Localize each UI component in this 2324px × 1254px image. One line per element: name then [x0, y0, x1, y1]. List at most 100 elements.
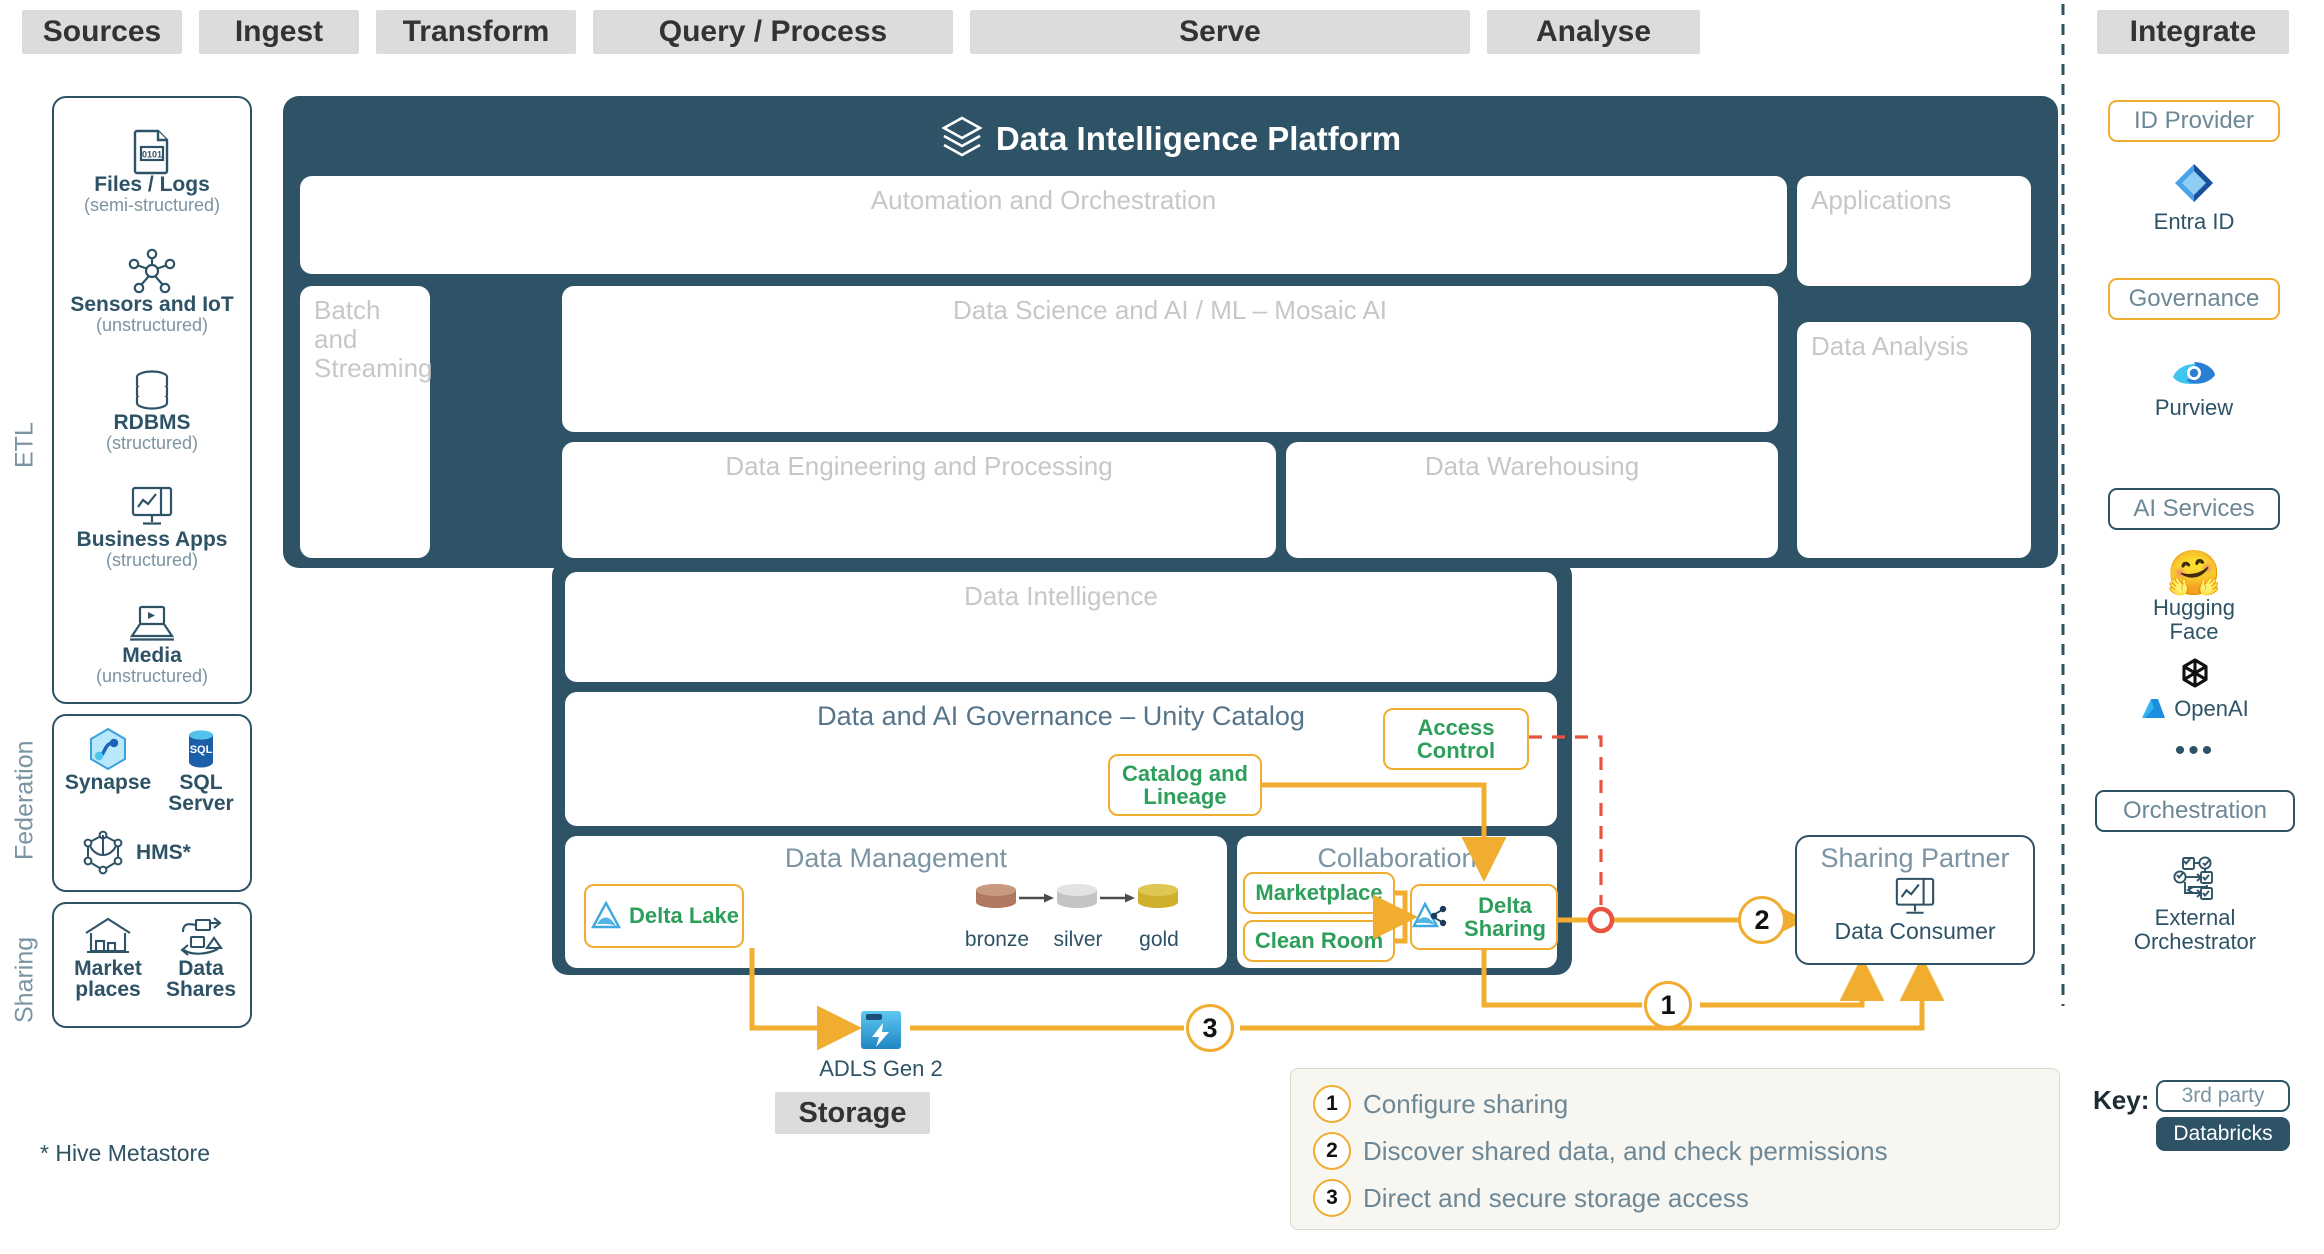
box-batch-streaming: Batch and Streaming [300, 286, 433, 558]
stage-label: Integrate [2129, 15, 2257, 48]
flow-marker-2: 2 [1738, 896, 1786, 944]
stage-banner-ingest: Ingest [199, 10, 359, 54]
iot-network-icon [128, 248, 176, 294]
platform-title-text: Data Intelligence Platform [995, 120, 1402, 157]
integrate-pill-ai-services: AI Services [2108, 488, 2280, 530]
legend-row: 2 Discover shared data, and check permis… [1313, 1132, 2059, 1170]
integrate-item-label: Hugging Face [2153, 595, 2235, 645]
stage-banner-integrate: Integrate [2097, 10, 2289, 54]
stage-label: Sources [42, 15, 162, 48]
integrate-item-purview[interactable]: Purview [2128, 350, 2260, 420]
flow-marker-3: 3 [1186, 1004, 1234, 1052]
chip-marketplace[interactable]: Marketplace [1243, 872, 1395, 914]
stage-label: Serve [1179, 15, 1261, 48]
source-subtitle: (structured) [105, 550, 199, 571]
integrate-item-openai[interactable]: OpenAI [2112, 652, 2278, 722]
box-data-warehousing: Data Warehousing [1286, 442, 1778, 558]
federation-item-sql-server[interactable]: SQL SQL Server [158, 726, 244, 814]
legend-number-2: 2 [1313, 1132, 1351, 1170]
federation-item-hms[interactable]: HMS* [78, 828, 238, 878]
box-data-intelligence: Data Intelligence [565, 572, 1557, 682]
integrate-item-entra-id[interactable]: Entra ID [2128, 158, 2260, 234]
data-consumer-label: Data Consumer [1834, 918, 1996, 944]
source-item-sensors-iot[interactable]: Sensors and IoT (unstructured) [70, 248, 234, 335]
integrate-divider [2061, 4, 2065, 1006]
source-item-files-logs[interactable]: 0101 Files / Logs (semi-structured) [84, 128, 220, 215]
sharing-label: Data Shares [165, 957, 237, 1001]
chip-delta-lake[interactable]: Delta Lake [584, 884, 744, 948]
sharing-item-marketplaces[interactable]: Market places [66, 914, 150, 1000]
key-pill-label: 3rd party [2181, 1084, 2265, 1107]
monitor-chart-icon [1895, 877, 1935, 914]
chip-delta-sharing[interactable]: Delta Sharing [1410, 884, 1558, 950]
federation-item-synapse[interactable]: Synapse [64, 726, 152, 794]
source-item-media[interactable]: Media (unstructured) [96, 603, 208, 686]
box-data-analysis: Data Analysis [1797, 322, 2031, 558]
source-title: Files / Logs [94, 173, 210, 197]
source-subtitle: (structured) [105, 432, 199, 453]
box-data-engineering-processing: Data Engineering and Processing [562, 442, 1276, 558]
chip-label: Access Control [1416, 714, 1496, 763]
legend-number-text: 1 [1326, 1092, 1338, 1115]
source-item-rdbms[interactable]: RDBMS (structured) [106, 368, 198, 453]
integrate-item-hugging-face[interactable]: 🤗 Hugging Face [2128, 552, 2260, 644]
integrate-item-more: ••• [2112, 736, 2278, 766]
box-label: Applications [1811, 185, 1952, 215]
chip-label: Delta Lake [628, 903, 740, 929]
source-item-business-apps[interactable]: Business Apps (structured) [76, 485, 228, 571]
monitor-chart-icon [131, 487, 173, 525]
adls-gen2-icon [861, 1011, 901, 1049]
box-label: Data Science and AI / ML – Mosaic AI [952, 295, 1388, 325]
key-pill-third-party: 3rd party [2156, 1080, 2290, 1112]
key-label: Key: [2093, 1085, 2150, 1115]
box-label: Collaboration [1317, 843, 1477, 873]
flow-marker-number: 3 [1202, 1012, 1218, 1043]
stage-label: Transform [402, 15, 550, 48]
sharing-label: Market places [74, 957, 142, 1001]
legend-text: Direct and secure storage access [1363, 1182, 1749, 1213]
box-label: Data Intelligence [964, 581, 1158, 611]
medallion-label-bronze: bronze [964, 928, 1030, 951]
adls-gen2-label: ADLS Gen 2 [819, 1056, 943, 1081]
integrate-item-external-orchestrator[interactable]: External Orchestrator [2112, 854, 2278, 954]
chip-catalog-lineage[interactable]: Catalog and Lineage [1108, 754, 1262, 816]
svg-text:SQL: SQL [190, 744, 213, 756]
box-label: Data Management [784, 843, 1008, 873]
box-label: Data and AI Governance – Unity Catalog [817, 701, 1305, 731]
source-title: Media [122, 643, 182, 667]
federation-label: Synapse [64, 771, 152, 794]
databricks-logo-icon [941, 116, 983, 157]
delta-lake-icon [590, 900, 621, 929]
adls-gen2-node[interactable] [858, 1006, 904, 1052]
hive-metastore-footnote: * Hive Metastore [40, 1140, 211, 1166]
pill-label: Orchestration [2122, 797, 2268, 824]
stage-label: Ingest [234, 15, 324, 48]
file-binary-icon: 0101 [133, 130, 169, 175]
legend-number-1: 1 [1313, 1085, 1351, 1123]
laptop-play-icon [129, 605, 175, 641]
sharing-partner-title: Sharing Partner [1820, 843, 2010, 873]
ellipsis-icon: ••• [2174, 734, 2216, 767]
database-icon [135, 369, 169, 410]
stage-banner-transform: Transform [376, 10, 576, 54]
legend-number-text: 2 [1326, 1139, 1338, 1162]
chip-access-control[interactable]: Access Control [1383, 708, 1529, 770]
flow-marker-number: 2 [1754, 904, 1770, 935]
source-subtitle: (unstructured) [95, 665, 209, 686]
source-subtitle: (unstructured) [95, 314, 209, 335]
chip-clean-room[interactable]: Clean Room [1243, 920, 1395, 962]
access-control-junction [1587, 906, 1615, 934]
stage-label: Query / Process [658, 15, 888, 48]
legend-number-3: 3 [1313, 1179, 1351, 1217]
source-title: Business Apps [76, 528, 228, 552]
stage-banner-query-process: Query / Process [593, 10, 953, 54]
flow-marker-1: 1 [1644, 981, 1692, 1029]
legend-text: Configure sharing [1363, 1088, 1569, 1119]
legend-row: 3 Direct and secure storage access [1313, 1179, 2059, 1217]
medallion-label-silver: silver [1053, 928, 1103, 951]
federation-label: HMS* [136, 840, 191, 864]
external-orchestrator-icon [2173, 856, 2213, 900]
marketplace-icon [85, 917, 131, 954]
sharing-item-data-shares[interactable]: Data Shares [158, 914, 244, 1000]
stage-banner-analyse: Analyse [1487, 10, 1700, 54]
